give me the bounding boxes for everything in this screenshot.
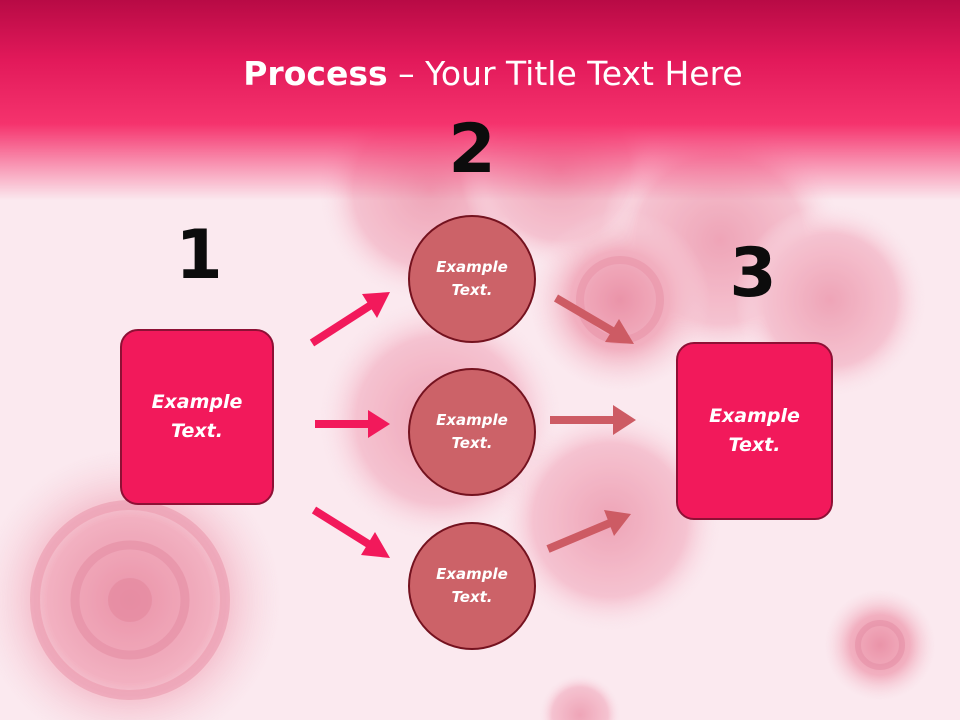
arrow-middle-to-right — [550, 405, 636, 435]
step-number-2: 2 — [448, 110, 496, 189]
arrow-top-to-right — [553, 294, 634, 344]
slide-title: Process – Your Title Text Here — [0, 52, 960, 96]
circle-bottom-text: Example Text. — [436, 565, 508, 606]
title-bar — [0, 0, 960, 200]
arrow-left-to-middle — [315, 410, 390, 438]
title-rest: – Your Title Text Here — [387, 54, 743, 93]
circle-bottom: Example Text. — [408, 522, 536, 650]
arrow-left-to-top — [309, 292, 390, 347]
circle-top-text: Example Text. — [436, 258, 508, 299]
step-1-text: Example Text. — [151, 391, 243, 442]
title-bold: Process — [243, 54, 388, 93]
step-number-1: 1 — [175, 216, 223, 295]
circle-top: Example Text. — [408, 215, 536, 343]
circle-middle: Example Text. — [408, 368, 536, 496]
arrow-left-to-bottom — [311, 506, 390, 558]
circle-middle-text: Example Text. — [436, 411, 508, 452]
step-3-text: Example Text. — [709, 405, 800, 456]
step-3-box: Example Text. — [676, 342, 833, 520]
step-number-3: 3 — [729, 234, 777, 313]
step-1-box: Example Text. — [120, 329, 274, 505]
arrow-bottom-to-right — [546, 510, 631, 553]
